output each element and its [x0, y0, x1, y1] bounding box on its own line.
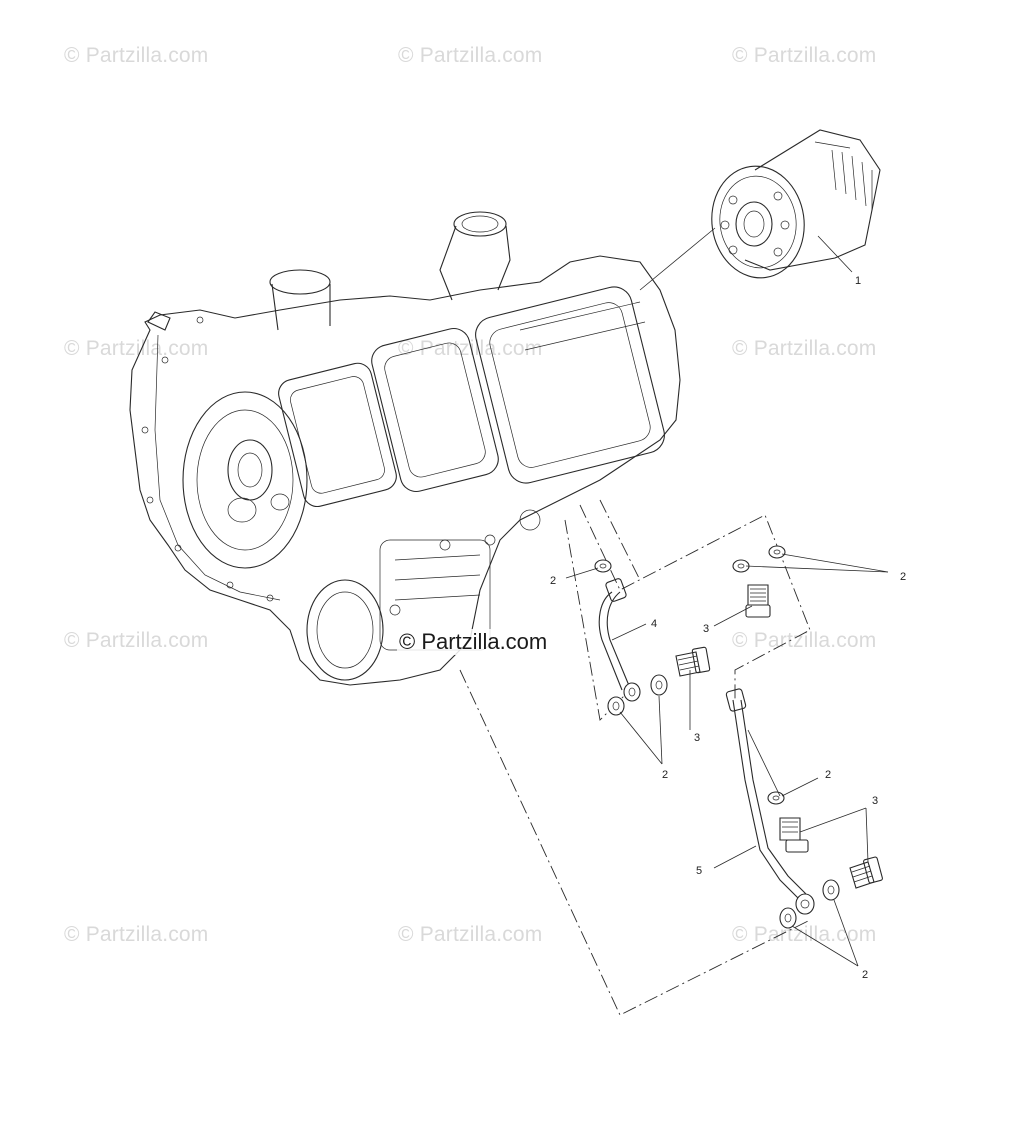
callout-part-1[interactable]: 1 [855, 275, 862, 287]
oil-pipe-icon [725, 688, 815, 915]
watermark: © Partzilla.com [64, 337, 209, 360]
watermark: © Partzilla.com [732, 923, 877, 946]
callout-part-2[interactable]: 2 [825, 769, 832, 781]
callout-part-3[interactable]: 3 [694, 732, 701, 744]
watermark: © Partzilla.com [398, 337, 543, 360]
banjo-bolt-icon [745, 584, 771, 618]
callout-part-2[interactable]: 2 [862, 969, 869, 981]
callout-part-4[interactable]: 4 [651, 618, 658, 630]
banjo-bolt-icon [779, 817, 809, 853]
watermark: © Partzilla.com [732, 337, 877, 360]
watermark: © Partzilla.com [64, 923, 209, 946]
watermark: © Partzilla.com [398, 44, 543, 67]
engine-crankcase-icon [129, 211, 681, 686]
banjo-bolt-icon [849, 856, 883, 889]
washer-icon [594, 545, 840, 929]
oil-filter-icon [711, 129, 881, 279]
center-watermark: © Partzilla.com [397, 629, 550, 655]
watermark: © Partzilla.com [398, 923, 543, 946]
leader-lines [565, 235, 889, 967]
watermark: © Partzilla.com [64, 629, 209, 652]
callout-part-3[interactable]: 3 [703, 623, 710, 635]
callout-part-3[interactable]: 3 [872, 795, 879, 807]
assembly-lines [459, 499, 811, 1016]
filter-mount-line [639, 227, 716, 291]
callout-part-2[interactable]: 2 [900, 571, 907, 583]
callout-part-2[interactable]: 2 [550, 575, 557, 587]
callout-part-2[interactable]: 2 [662, 769, 669, 781]
watermark: © Partzilla.com [732, 44, 877, 67]
oil-pipe-icon [598, 578, 641, 702]
watermark: © Partzilla.com [732, 629, 877, 652]
watermark: © Partzilla.com [64, 44, 209, 67]
callout-part-5[interactable]: 5 [696, 865, 703, 877]
banjo-bolt-icon [675, 646, 711, 677]
